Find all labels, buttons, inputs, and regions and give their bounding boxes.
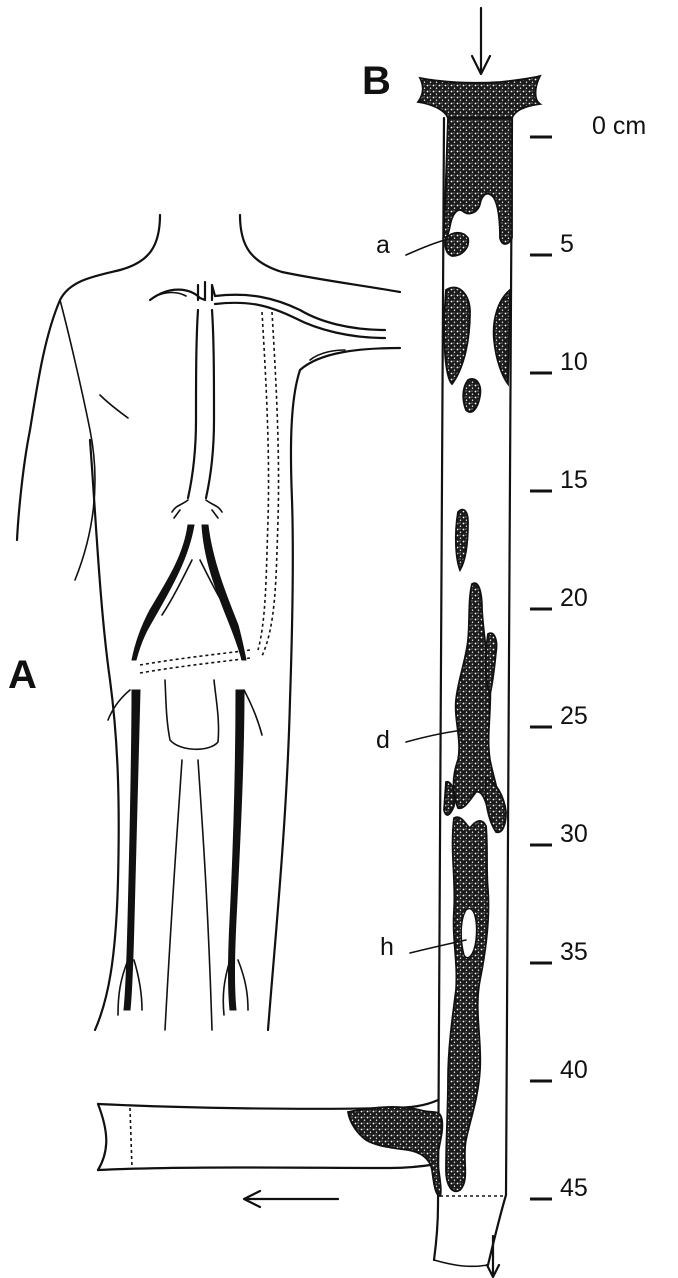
scale-tick-label: 35: [560, 938, 588, 966]
left-iliac-artery: [132, 525, 194, 660]
arrow-down-icon: [487, 1236, 499, 1277]
aortic-arch: [150, 282, 215, 300]
thrombus-fragment-17cm: [456, 510, 468, 570]
scale-tick-label: 25: [560, 702, 588, 730]
inner-thigh-left: [165, 760, 182, 1030]
thrombus-d-left: [444, 782, 455, 815]
right-femoral-artery: [229, 690, 245, 1010]
renal-branches: [172, 500, 222, 518]
thrombus-proximal: [444, 118, 512, 244]
scale-tick-label: 10: [560, 348, 588, 376]
thrombus-h-lumen: [461, 909, 476, 958]
graft-bottom-outflow: [434, 1260, 488, 1266]
graft-left-wall: [434, 118, 444, 1260]
scale-tick-label: 0 cm: [592, 112, 646, 140]
chest-line: [100, 395, 128, 418]
outflow-limb-end: [98, 1104, 106, 1170]
callout-h-label: h: [380, 933, 394, 961]
left-body-outline: [17, 270, 120, 540]
axillary-artery: [215, 295, 385, 330]
graft-right-wall: [488, 118, 512, 1265]
centimetre-scale: 0 cm 5 10 15 20 25 30 35 40 45: [530, 112, 646, 1202]
thrombus-d-right: [485, 778, 506, 832]
scale-tick-label: 5: [560, 230, 574, 258]
callout-d-label: d: [376, 726, 390, 754]
scale-tick-label: 20: [560, 584, 588, 612]
thrombus-d-side: [486, 633, 497, 694]
aorta-right-wall: [206, 310, 214, 498]
thrombus-right-8cm: [494, 290, 510, 384]
groin-outline: [165, 680, 219, 749]
fem-fem-graft-2: [140, 658, 250, 673]
fem-fem-graft: [140, 650, 250, 665]
panel-a-figure: A: [8, 215, 400, 1030]
axillo-femoral-graft: [258, 312, 269, 650]
outflow-limb-lower: [98, 1164, 437, 1170]
thrombus-anastomosis: [348, 1107, 442, 1196]
outflow-limb-cut: [130, 1108, 132, 1168]
inner-thigh-right: [198, 760, 212, 1030]
aorta-left-wall: [188, 310, 198, 498]
right-arm-lower: [268, 348, 400, 1030]
scale-tick-label: 15: [560, 466, 588, 494]
thrombus-left-8cm: [444, 287, 470, 384]
right-iliac-artery: [202, 525, 246, 660]
scale-tick-label: 40: [560, 1056, 588, 1084]
axillo-femoral-graft-2: [262, 312, 279, 656]
graft-inflow-cuff: [418, 76, 540, 118]
panel-a-label: A: [8, 653, 37, 697]
scale-tick-label: 45: [560, 1174, 588, 1202]
axillary-artery-2: [215, 303, 385, 338]
neck-outline: [120, 215, 282, 272]
thrombus-h-main: [446, 817, 489, 1191]
left-flank: [90, 440, 119, 1030]
arrow-left-icon: [244, 1191, 338, 1207]
callout-a-label: a: [376, 231, 390, 259]
arch-left-vessel: [150, 293, 186, 300]
panel-b-figure: B: [98, 8, 646, 1277]
right-shoulder-outline: [282, 272, 400, 292]
panel-b-label: B: [362, 59, 391, 103]
thrombus-a: [445, 233, 468, 256]
scale-tick-label: 30: [560, 820, 588, 848]
thrombus-fragment-11cm: [463, 379, 480, 412]
arrow-down-icon: [472, 8, 490, 74]
callout-d-leader: [406, 730, 464, 742]
